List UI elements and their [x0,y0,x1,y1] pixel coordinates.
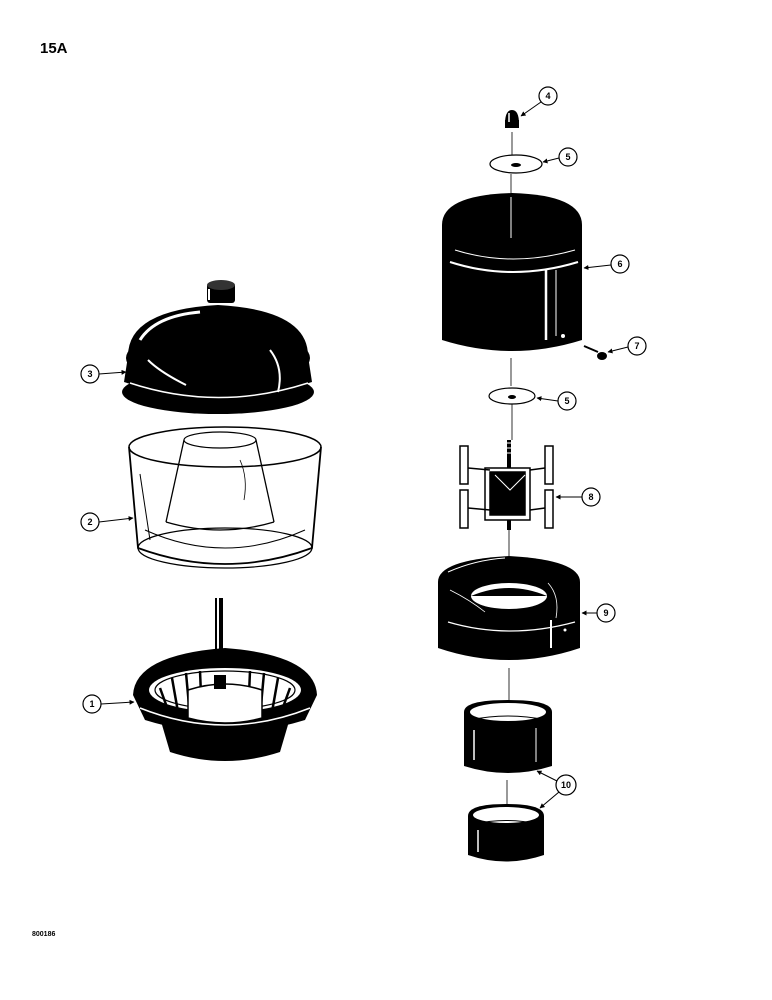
svg-text:1: 1 [89,699,94,709]
svg-text:3: 3 [87,369,92,379]
part-6-outer-cover [442,193,582,351]
part-10-upper-sleeve [464,700,552,773]
part-10-lower-sleeve [468,804,544,862]
svg-text:7: 7 [634,341,639,351]
svg-text:5: 5 [565,152,570,162]
part-8-fin-element [459,440,554,530]
svg-text:5: 5 [564,396,569,406]
svg-text:6: 6 [617,259,622,269]
callout-5-upper: 5 [542,147,578,167]
svg-text:8: 8 [588,492,593,502]
svg-text:10: 10 [561,780,571,790]
center-line [506,132,513,806]
svg-text:4: 4 [545,91,550,101]
figure-code: 800186 [32,931,56,938]
part-1-base [133,598,317,761]
part-5-lower-washer [488,387,536,405]
part-9-filter-ring [438,556,580,660]
part-5-upper-washer [489,154,543,174]
page-label: 15A [40,40,68,57]
callout-7: 7 [607,336,647,356]
callout-6: 6 [583,254,630,274]
svg-text:9: 9 [603,608,608,618]
callout-4: 4 [520,86,558,117]
callout-10: 10 [536,770,577,809]
svg-text:2: 2 [87,517,92,527]
part-3-cover [122,280,314,414]
part-7-screw [583,345,607,360]
callout-1: 1 [82,694,135,714]
part-4-nut [505,110,519,128]
callout-5-lower: 5 [536,391,577,411]
part-2-clear-bowl [128,426,322,569]
callout-2: 2 [80,512,134,532]
callout-9: 9 [581,603,616,623]
callout-8: 8 [555,487,601,507]
callout-3: 3 [80,364,127,384]
